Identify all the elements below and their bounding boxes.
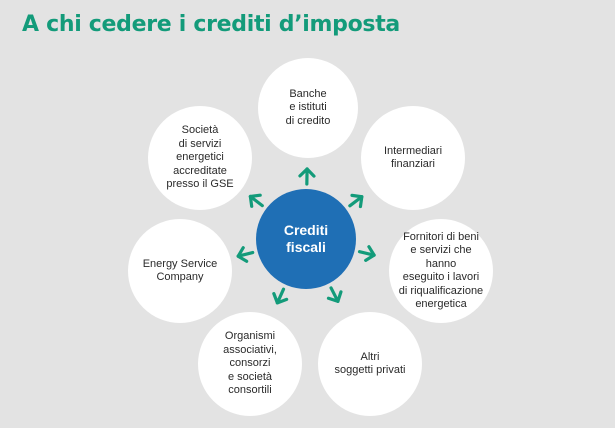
node-banche: Banche e istituti di credito xyxy=(258,58,358,158)
arrow-to-fornitori xyxy=(357,245,376,262)
arrow-to-intermediari xyxy=(348,193,364,209)
node-societa-servizi-label: Società di servizi energetici accreditat… xyxy=(166,124,234,191)
center-crediti-fiscali: Crediti fiscali xyxy=(256,189,356,289)
arrow-to-altri-privati xyxy=(326,286,343,303)
node-altri-privati-label: Altri soggetti privati xyxy=(334,350,406,377)
arrow-to-organismi xyxy=(272,287,289,305)
node-intermediari-label: Intermediari finanziari xyxy=(383,144,443,171)
node-energy-service-label: Energy Service Company xyxy=(142,257,218,284)
node-intermediari: Intermediari finanziari xyxy=(361,106,465,210)
node-organismi-label: Organismi associativi, consorzi e societ… xyxy=(223,330,277,397)
node-societa-servizi: Società di servizi energetici accreditat… xyxy=(148,106,252,210)
arrow-to-societa-servizi xyxy=(248,193,264,208)
page-title: A chi cedere i crediti d’imposta xyxy=(22,12,400,37)
node-fornitori: Fornitori di beni e servizi che hanno es… xyxy=(389,219,493,323)
node-banche-label: Banche e istituti di credito xyxy=(285,87,331,127)
node-energy-service: Energy Service Company xyxy=(128,219,232,323)
center-label: Crediti fiscali xyxy=(283,222,329,255)
node-organismi: Organismi associativi, consorzi e societ… xyxy=(198,312,302,416)
arrow-to-energy-service xyxy=(236,246,255,263)
arrow-to-banche xyxy=(298,167,316,186)
node-altri-privati: Altri soggetti privati xyxy=(318,312,422,416)
node-fornitori-label: Fornitori di beni e servizi che hanno es… xyxy=(398,230,484,311)
